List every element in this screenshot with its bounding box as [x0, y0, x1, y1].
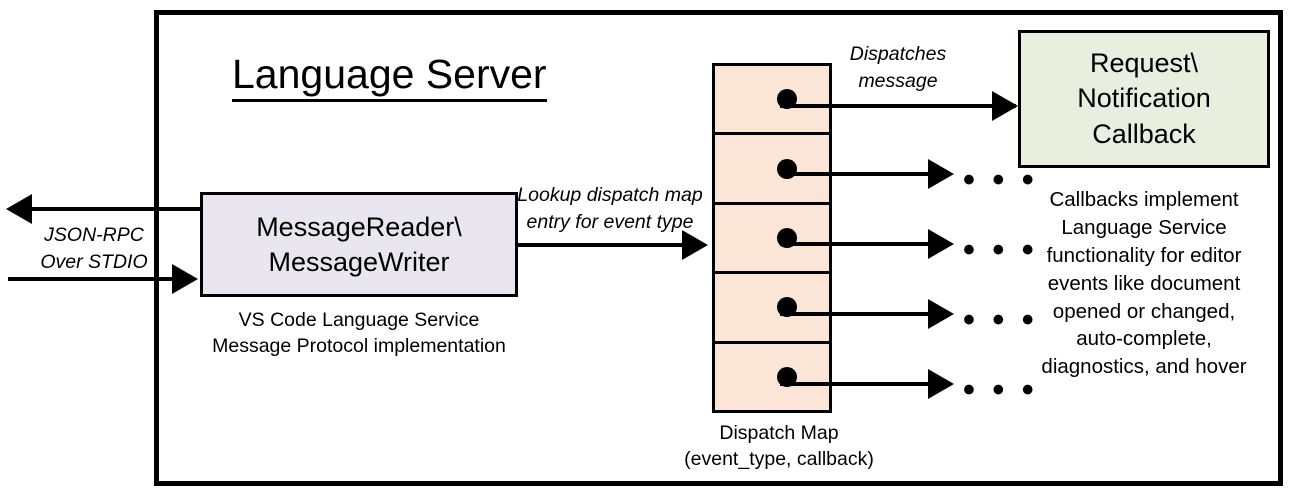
dispatch-map-entry-dot-5	[777, 366, 797, 387]
callback-caption-line6: auto-complete,	[1076, 327, 1212, 351]
edge-label-jsonrpc-line1: JSON-RPC	[44, 224, 144, 246]
dispatch-edge-line-3	[780, 242, 932, 246]
message-reader-writer-box[interactable]: MessageReader\ MessageWriter	[200, 192, 518, 297]
edge-label-lookup: Lookup dispatch map entry for event type	[515, 182, 705, 235]
callback-caption-line3: functionality for editor	[1046, 243, 1242, 267]
callback-caption-line1: Callbacks implement	[1049, 188, 1239, 211]
dispatch-map-row-3[interactable]	[715, 204, 829, 275]
edge-label-jsonrpc-line2: Over STDIO	[40, 250, 148, 273]
edge-label-dispatches-message: Dispatches message	[833, 41, 963, 94]
edge-label-lookup-line1: Lookup dispatch	[517, 184, 660, 206]
dispatch-edge-arrowhead-3	[928, 229, 954, 259]
callback-label-line3: Callback	[1092, 118, 1196, 149]
edge-label-dispatches-line1: Dispatches	[849, 43, 947, 65]
dispatch-edge-arrowhead-1	[992, 91, 1018, 121]
dispatch-map-table[interactable]	[712, 63, 832, 413]
dispatch-edge-arrowhead-5	[928, 369, 954, 399]
message-reader-caption: VS Code Language Service Message Protoco…	[188, 308, 530, 360]
dispatch-map-row-1[interactable]	[715, 66, 829, 136]
request-notification-callback-box[interactable]: Request\ Notification Callback	[1018, 30, 1270, 168]
inbound-stdio-arrowhead	[172, 264, 198, 294]
message-reader-label: MessageReader\	[256, 212, 462, 243]
callback-label-line1: Request\	[1089, 48, 1199, 79]
edge-label-dispatches-line2: message	[858, 69, 938, 92]
callback-caption: Callbacks implement Language Service fun…	[1010, 186, 1278, 381]
dispatch-edge-arrowhead-2	[928, 159, 954, 189]
dispatch-map-caption-line1: Dispatch Map	[719, 422, 839, 444]
diagram-title: Language Server	[232, 51, 547, 103]
callback-caption-line7: diagnostics, and hover	[1041, 355, 1247, 379]
language-server-boundary	[154, 10, 1283, 486]
outbound-stdio-arrowhead	[6, 194, 32, 224]
callback-caption-line2: Language Service	[1061, 215, 1227, 239]
callback-label-line2: Notification	[1077, 83, 1211, 114]
dispatch-edge-arrowhead-4	[928, 299, 954, 329]
diagram-title-text: Language Server	[232, 51, 547, 103]
dispatch-map-caption: Dispatch Map (event_type, callback)	[650, 421, 908, 473]
message-reader-caption-line2: Message Protocol implementation	[212, 334, 506, 357]
edge-label-jsonrpc: JSON-RPC Over STDIO	[24, 222, 164, 275]
dispatch-edge-line-2	[780, 172, 932, 176]
dispatch-edge-line-4	[780, 312, 932, 316]
message-reader-caption-line1: VS Code Language Service	[238, 309, 480, 331]
dispatch-map-row-5[interactable]	[715, 343, 829, 411]
edge-label-lookup-line3: event type	[603, 210, 694, 233]
dispatch-edge-line-5	[780, 382, 932, 386]
callback-caption-line5: opened or changed,	[1052, 299, 1236, 323]
lookup-edge-arrowhead	[682, 230, 708, 260]
dispatch-map-row-2[interactable]	[715, 135, 829, 205]
dispatch-map-row-4[interactable]	[715, 274, 829, 344]
lookup-edge-line	[518, 243, 682, 247]
message-writer-label: MessageWriter	[268, 246, 450, 277]
dispatch-edge-line-1	[780, 104, 1016, 108]
inbound-stdio-line	[8, 277, 188, 281]
dispatch-map-caption-line2: (event_type, callback)	[684, 447, 874, 470]
dispatch-ellipsis-5: • • •	[963, 371, 1038, 409]
edge-label-lookup-line2: map entry for	[526, 184, 703, 233]
callback-caption-line4: events like document	[1047, 271, 1241, 295]
